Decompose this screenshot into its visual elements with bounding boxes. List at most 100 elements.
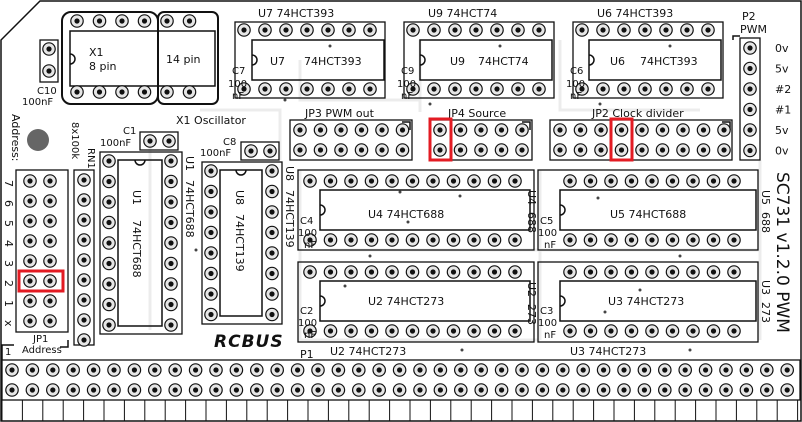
c5-label: C5 <box>540 216 553 227</box>
pad-hole <box>81 217 87 223</box>
pad-hole <box>567 269 573 275</box>
pad-hole <box>417 367 423 373</box>
pad-hole <box>669 237 676 243</box>
c4-value-1: 100 <box>298 228 317 239</box>
pad-hole <box>346 86 352 92</box>
pad-hole <box>662 367 668 373</box>
pad-hole <box>601 387 607 393</box>
u2-bottom-label: U2 74HCT273 <box>330 345 406 358</box>
pad-hole <box>376 367 382 373</box>
pad-hole <box>119 18 125 24</box>
pad-hole <box>152 387 158 393</box>
pad-hole <box>512 178 518 184</box>
c4-value-2: nF <box>304 240 316 251</box>
c10-value: 100nF <box>22 97 53 108</box>
pad-hole <box>450 328 457 334</box>
pad-hole <box>208 250 214 256</box>
pad-hole <box>621 367 627 373</box>
pad-hole <box>587 269 594 275</box>
pad-hole <box>81 317 87 323</box>
pad-hole <box>233 387 239 393</box>
pad-hole <box>262 27 268 33</box>
pad-hole <box>649 237 655 243</box>
jp1-label: JP1 <box>32 334 48 345</box>
pad-hole <box>452 27 458 33</box>
pad-hole <box>74 89 80 95</box>
u9-top-label: U9 74HCT74 <box>428 7 497 20</box>
c7-value-2: nF <box>232 91 244 102</box>
pad-hole <box>325 27 331 33</box>
pad-hole <box>680 127 686 133</box>
pad-hole <box>81 237 87 243</box>
c2-value-2: nF <box>304 330 316 341</box>
pad-hole <box>491 328 498 334</box>
u5-top-pads <box>563 174 741 188</box>
pad-hole <box>710 269 717 275</box>
pad-hole <box>315 367 321 373</box>
u8-right-pads <box>265 164 279 322</box>
pad-hole <box>536 27 542 33</box>
x1-alt-label: 14 pin <box>166 53 201 66</box>
pad-hole <box>409 237 416 243</box>
pad-hole <box>358 127 365 133</box>
pad-hole <box>557 127 563 133</box>
u2-body-label: U2 74HCT273 <box>368 295 444 308</box>
c2-value-1: 100 <box>298 318 317 329</box>
pad-hole <box>358 147 365 153</box>
pad-hole <box>47 298 53 304</box>
p2-pads <box>743 41 757 158</box>
u6-body-part: 74HCT393 <box>640 55 698 68</box>
pad-hole <box>478 127 484 133</box>
c1-value: 100nF <box>100 138 131 149</box>
pad-hole <box>731 269 737 275</box>
pad-hole <box>131 367 137 373</box>
pad-hole <box>499 367 505 373</box>
pad-hole <box>669 178 676 184</box>
pad-hole <box>111 367 117 373</box>
pad-hole <box>700 127 707 133</box>
pad-hole <box>46 46 52 52</box>
pad-hole <box>70 367 76 373</box>
c10-label: C10 <box>37 86 57 97</box>
pad-hole <box>430 269 436 275</box>
pad-hole <box>208 209 214 215</box>
u9-body-part: 74HCT74 <box>478 55 529 68</box>
pad-hole <box>295 387 301 393</box>
u9-bottom-pads <box>406 82 546 96</box>
pad-hole <box>494 86 500 92</box>
pad-hole <box>641 367 648 373</box>
pad-hole <box>307 269 313 275</box>
pad-hole <box>608 237 614 243</box>
pad-hole <box>81 197 87 203</box>
pad-hole <box>27 278 33 284</box>
pad-hole <box>649 178 655 184</box>
u9-top-pads <box>406 23 546 37</box>
pad-hole <box>389 269 395 275</box>
pad-hole <box>397 387 403 393</box>
jp1-right-pads <box>43 174 57 328</box>
pad-hole <box>512 269 518 275</box>
pad-hole <box>50 387 56 393</box>
pad-hole <box>784 387 790 393</box>
pad-hole <box>241 27 247 33</box>
p1-pin1-label: 1 <box>5 347 11 358</box>
pad-hole <box>519 127 525 133</box>
c9-label: C9 <box>401 66 414 77</box>
pad-hole <box>27 238 33 244</box>
pad-hole <box>348 328 354 334</box>
u8-body-ref: U8 <box>233 190 246 205</box>
pad-hole <box>46 68 52 74</box>
pad-hole <box>721 147 727 153</box>
pad-hole <box>269 291 275 297</box>
pad-hole <box>106 322 112 328</box>
u8-body-part: 74HCT139 <box>233 214 246 272</box>
pad-hole <box>642 27 648 33</box>
address-number: 4 <box>2 240 15 247</box>
c5-value-1: 100 <box>538 228 557 239</box>
c9-value-1: 100 <box>397 79 416 90</box>
pad-hole <box>368 269 375 275</box>
pad-hole <box>327 237 334 243</box>
pad-hole <box>684 86 690 92</box>
pad-hole <box>608 178 614 184</box>
pad-hole <box>29 367 35 373</box>
